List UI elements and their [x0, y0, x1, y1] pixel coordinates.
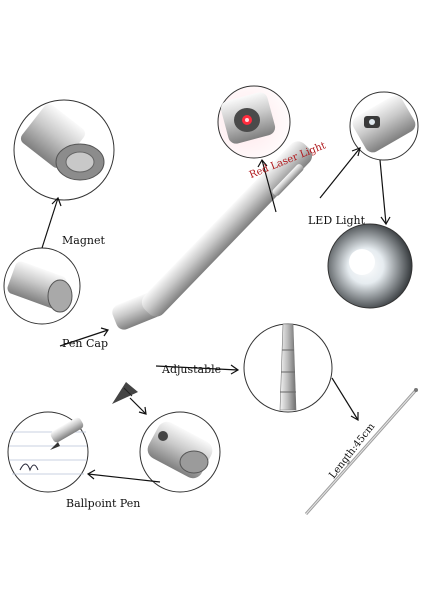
telescopic-pointer	[304, 388, 418, 515]
callout-arrows	[41, 147, 391, 483]
label-adjustable: Adjustable	[162, 363, 222, 376]
main-pen	[112, 141, 313, 404]
ballpoint-tip-detail-circle	[139, 411, 221, 493]
ballpoint-writing-detail-circle	[7, 411, 89, 493]
magnet-detail-circle	[13, 99, 115, 201]
pen-cap-detail-circle	[3, 247, 81, 325]
led-light-detail-circle	[327, 223, 413, 309]
label-led-light: LED Light	[308, 214, 366, 227]
led-head-detail-circle	[349, 91, 419, 161]
adjustable-detail-circle	[243, 323, 333, 413]
label-pen-cap: Pen Cap	[62, 337, 109, 350]
label-magnet: Magnet	[62, 234, 105, 247]
laser-detail-circle	[217, 85, 291, 159]
label-ballpoint-pen: Ballpoint Pen	[66, 497, 141, 510]
